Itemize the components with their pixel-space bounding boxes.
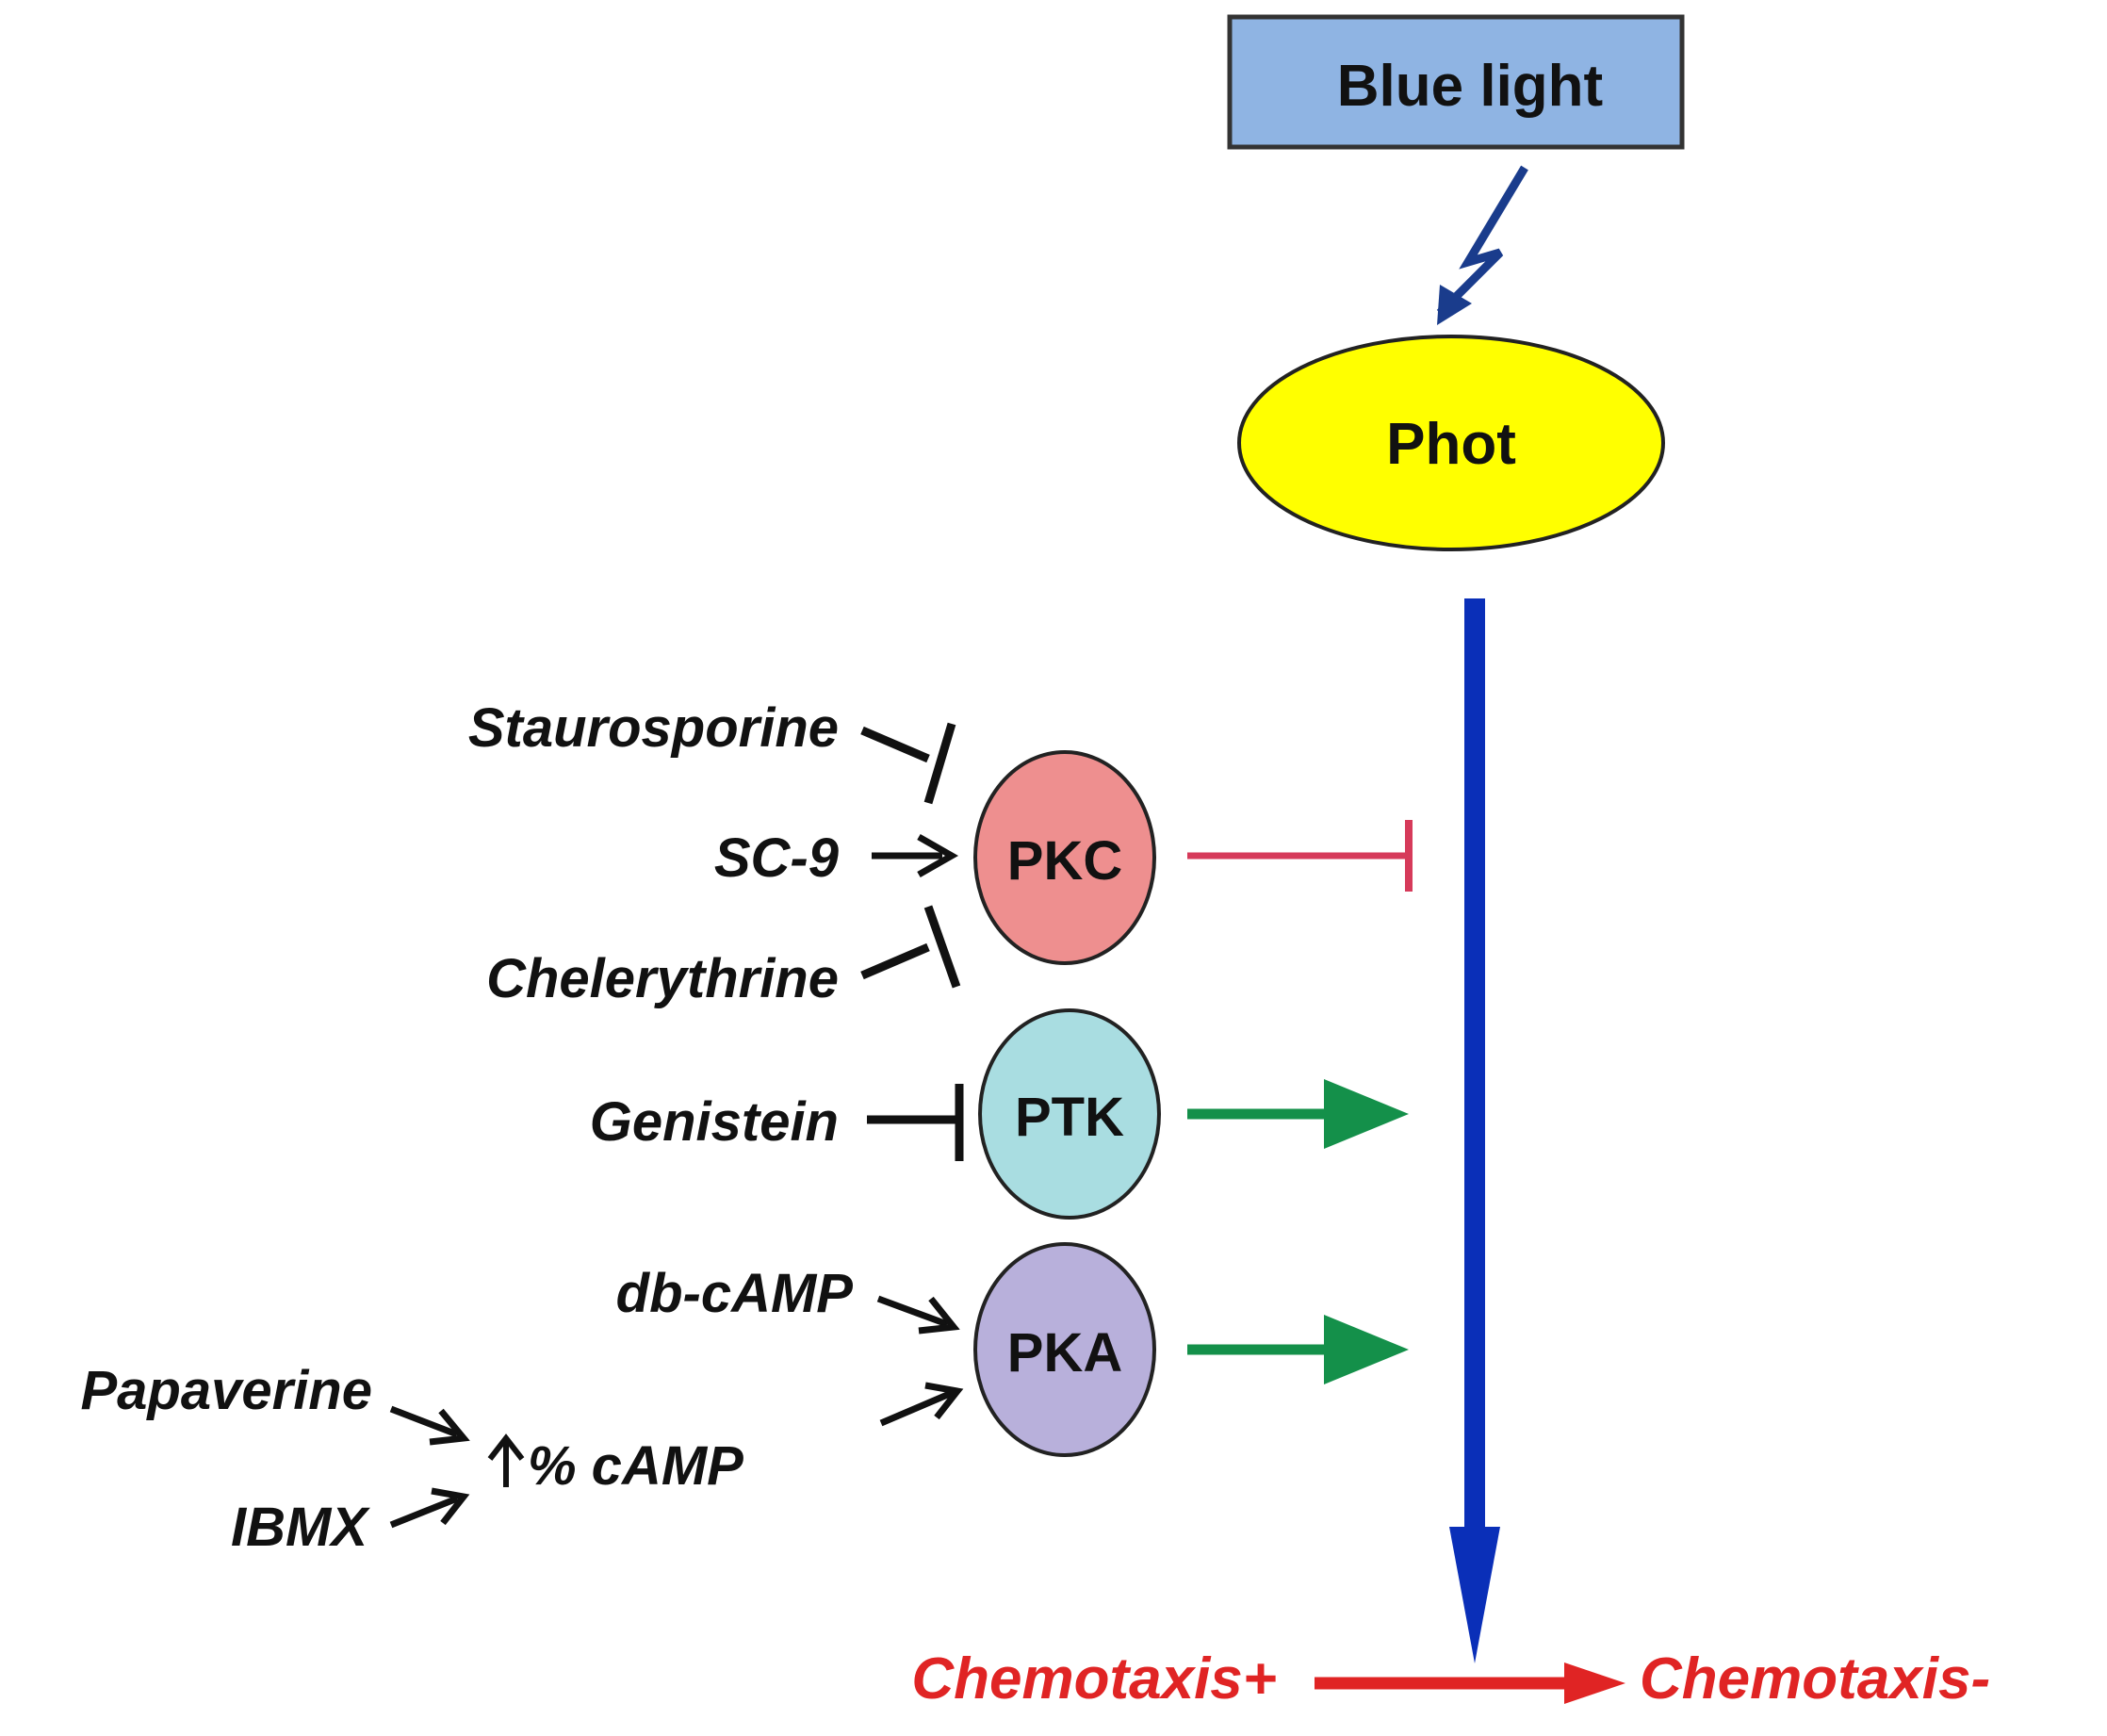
pka-activation-arrowhead [1324, 1315, 1409, 1384]
lightning-bolt [1436, 165, 1528, 317]
main-pathway-arrowhead [1449, 1527, 1500, 1663]
chelerythrine-inhibition-bar [923, 905, 961, 989]
camp-activation-edge [879, 1382, 964, 1427]
chelerythrine-label: Chelerythrine [486, 948, 839, 1009]
ibmx-label: IBMX [231, 1497, 370, 1558]
ptk-node: PTK [978, 1008, 1161, 1220]
pka-ellipse [973, 1242, 1156, 1457]
ibmx-activation-edge [389, 1487, 470, 1529]
outcome-transition-arrow [1315, 1662, 1625, 1704]
papaverine-activation-arrowhead [429, 1408, 470, 1446]
db-camp-activation-edge [876, 1295, 960, 1335]
staurosporine-inhibition-bar [923, 722, 956, 805]
papaverine-activation-line [389, 1405, 459, 1438]
camp-increase: % cAMP [487, 1433, 743, 1497]
blue-light-label: Blue light [1337, 54, 1603, 119]
outcome-transition-arrowhead [1564, 1662, 1625, 1704]
ptk-ellipse [978, 1008, 1161, 1220]
pka-activation-edge [1187, 1315, 1409, 1384]
pkc-node: PKC [973, 750, 1156, 965]
pkc-inhibition-edge [1187, 820, 1413, 892]
main-pathway-arrow [1449, 598, 1500, 1663]
phot-ellipse [1237, 335, 1665, 551]
pka-label: PKA [1007, 1322, 1122, 1384]
camp-level-label: % cAMP [528, 1435, 743, 1497]
pkc-label: PKC [1007, 830, 1122, 892]
camp-activation-line [879, 1389, 954, 1427]
lightning-arrowhead [1437, 285, 1472, 325]
ptk-label: PTK [1015, 1087, 1124, 1148]
staurosporine-inhibition-line [860, 726, 930, 763]
camp-activation-arrowhead [924, 1382, 964, 1420]
db-camp-activation-arrowhead [918, 1296, 960, 1335]
phot-label: Phot [1386, 412, 1516, 477]
db-camp-label: db-cAMP [616, 1263, 854, 1324]
phot-node: Phot [1237, 335, 1665, 551]
papaverine-activation-edge [389, 1405, 470, 1446]
pkc-ellipse [973, 750, 1156, 965]
sc9-label: SC-9 [714, 827, 839, 889]
db-camp-activation-line [876, 1295, 949, 1328]
sc9-activation-edge [872, 833, 959, 878]
genistein-label: Genistein [590, 1091, 839, 1153]
ibmx-activation-arrowhead [431, 1487, 470, 1526]
staurosporine-label: Staurosporine [468, 697, 839, 759]
genistein-inhibition-edge [867, 1084, 964, 1161]
ptk-activation-edge [1187, 1079, 1409, 1149]
staurosporine-inhibition-edge [860, 722, 956, 805]
up-arrow-icon [487, 1433, 525, 1461]
ibmx-activation-line [389, 1495, 459, 1529]
chelerythrine-inhibition-line [860, 942, 930, 980]
lightning-icon [1436, 165, 1528, 325]
pka-node: PKA [973, 1242, 1156, 1457]
chemotaxis-negative-label: Chemotaxis- [1640, 1646, 1990, 1711]
chelerythrine-inhibition-edge [860, 905, 961, 989]
sc9-activation-arrowhead [917, 833, 959, 878]
chemotaxis-positive-label: Chemotaxis+ [911, 1646, 1277, 1711]
papaverine-label: Papaverine [80, 1360, 372, 1421]
blue-light-box [1227, 14, 1685, 150]
ptk-activation-arrowhead [1324, 1079, 1409, 1149]
blue-light-node: Blue light [1227, 14, 1685, 150]
